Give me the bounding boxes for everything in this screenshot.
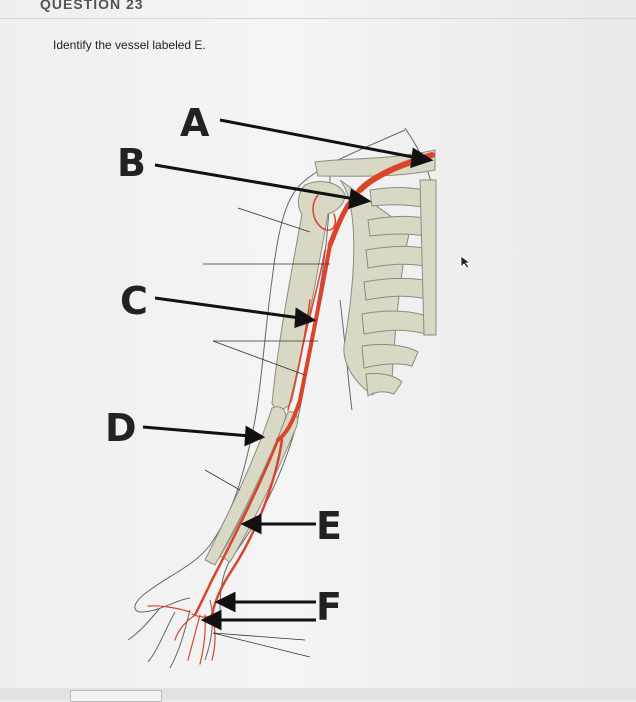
label-f: F [316, 585, 342, 629]
mouse-pointer-icon [460, 255, 472, 269]
question-number: QUESTION 23 [40, 0, 144, 12]
arrow-a [219, 118, 419, 160]
arrow-c [154, 296, 301, 320]
brachial-artery [276, 243, 332, 442]
leader-lines [203, 207, 330, 658]
pointer-arrows [142, 118, 434, 631]
label-e: E [316, 504, 342, 548]
rib-cage [314, 149, 437, 397]
label-d: D [105, 406, 137, 450]
arrow-b [154, 163, 356, 201]
ulnar-artery [210, 438, 284, 617]
answer-box[interactable] [70, 690, 162, 702]
radial-artery [193, 438, 280, 617]
label-b: B [117, 141, 146, 185]
header-divider [0, 18, 636, 19]
question-prompt: Identify the vessel labeled E. [53, 38, 206, 52]
label-a: A [180, 101, 210, 145]
arrow-d [142, 425, 251, 438]
label-c: C [120, 279, 148, 323]
